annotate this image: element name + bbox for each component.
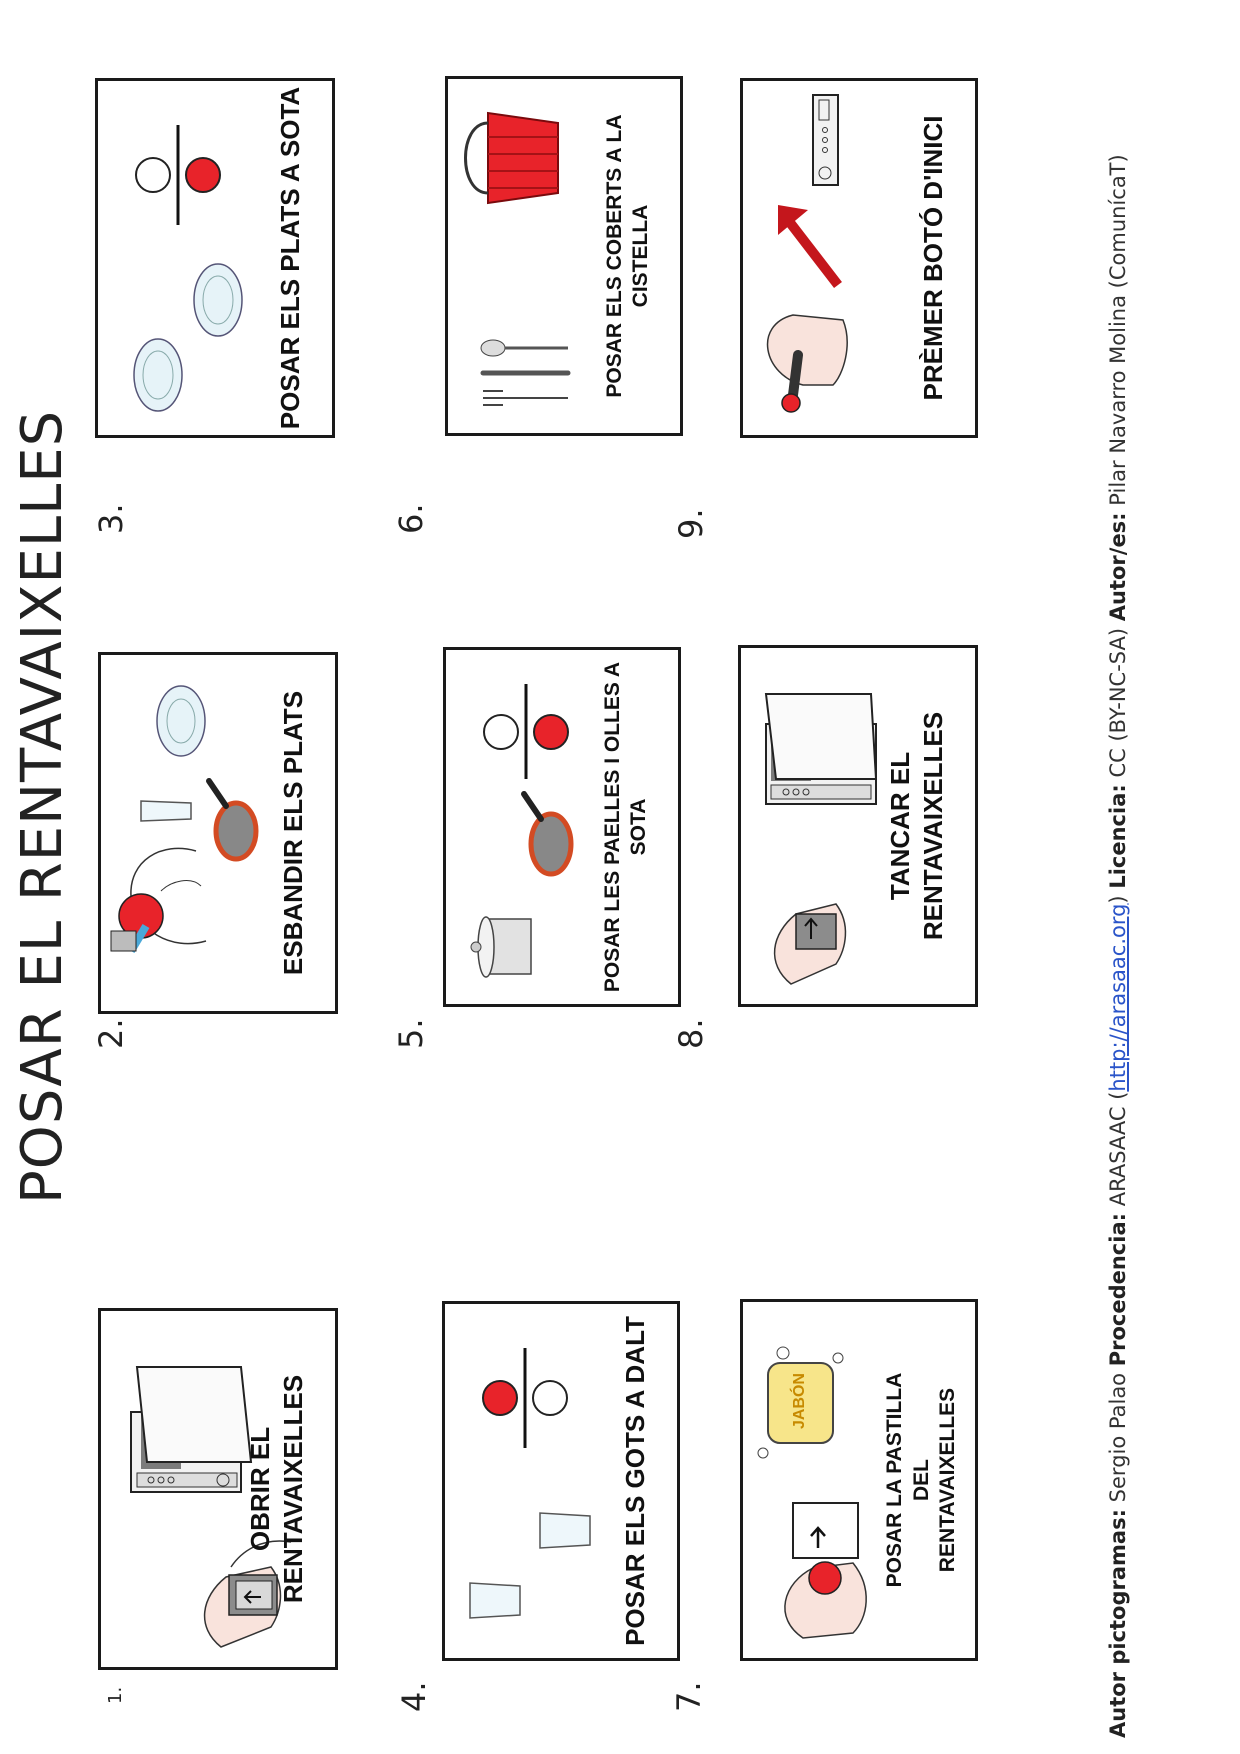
plate-icon (133, 263, 243, 412)
dishwasher-tablet-icon (774, 903, 847, 985)
step-caption-3: POSAR ELS PLATS A SOTA (274, 86, 305, 430)
position-indicator-icon (483, 684, 569, 779)
step-card-9: PRÈMER BOTÓ D'INICI (740, 78, 978, 438)
step-number-1: 1. (105, 1686, 126, 1704)
credits-source-link[interactable]: http://arasaac.org (1106, 903, 1130, 1092)
step-caption-2: ESBANDIR ELS PLATS (277, 690, 308, 976)
dishwasher-tablet-icon (204, 1540, 292, 1648)
credits-license-value: CC (BY-NC-SA) (1106, 627, 1130, 778)
step-caption-6: POSAR ELS COBERTS A LA CISTELLA (602, 114, 652, 398)
step-caption-1: OBRIR EL RENTAVAIXELLES (245, 1374, 308, 1604)
arrow-icon (778, 205, 842, 289)
step-number-9: 9. (672, 508, 710, 539)
step-number-6: 6. (392, 503, 430, 534)
step-caption-4: POSAR ELS GOTS A DALT (619, 1316, 650, 1646)
position-indicator-icon (482, 1348, 568, 1448)
step-card-8: TANCAR EL RENTAVAIXELLES (738, 645, 978, 1007)
control-panel-icon (812, 94, 839, 186)
credits-license-label: Licencia: (1106, 784, 1130, 889)
step-number-5: 5. (392, 1018, 430, 1049)
step-number-8: 8. (672, 1018, 710, 1049)
step-card-6: POSAR ELS COBERTS A LA CISTELLA (445, 76, 683, 436)
dishwasher-open-icon (130, 1366, 253, 1493)
dishwasher-open-icon (764, 693, 878, 805)
credits-authors-value: Pilar Navarro Molina (ComunícaT) (1106, 154, 1130, 506)
credits-source-close: ) (1106, 895, 1130, 904)
soap-label: JABÓN (791, 1373, 808, 1430)
hands-rinsing-icon (110, 847, 207, 954)
credits-author-label: Autor pictogramas: (1106, 1509, 1130, 1738)
frying-pan-icon (206, 778, 259, 862)
frying-pan-icon (521, 791, 574, 877)
step-caption-8: TANCAR EL RENTAVAIXELLES (885, 711, 948, 941)
pot-icon (470, 916, 532, 978)
page-title: POSAR EL RENTAVAIXELLES (10, 409, 75, 1204)
step-card-4: POSAR ELS GOTS A DALT (442, 1301, 680, 1661)
step-card-5: POSAR LES PAELLES I OLLES A SOTA (443, 647, 681, 1007)
glass-icon (140, 800, 192, 822)
step-card-1: OBRIR EL RENTAVAIXELLES (98, 1308, 338, 1670)
step-card-7: JABÓN POSAR LA PASTILLA DEL RENTAVAIXELL… (740, 1299, 978, 1661)
credits-authors-label: Autor/es: (1106, 512, 1130, 622)
position-indicator-icon (135, 125, 221, 225)
credits-line: Autor pictogramas: Sergio Palao Proceden… (1106, 0, 1130, 1738)
step-card-3: POSAR ELS PLATS A SOTA (95, 78, 335, 438)
credits-source-value: ARASAAC ( (1106, 1091, 1130, 1207)
step-number-4: 4. (395, 1681, 433, 1712)
glass-icon (469, 1512, 591, 1619)
step-caption-9: PRÈMER BOTÓ D'INICI (917, 115, 948, 401)
step-number-3: 3. (92, 503, 130, 534)
finger-press-icon (766, 314, 848, 413)
step-number-2: 2. (92, 1018, 130, 1049)
cutlery-icon (480, 339, 571, 406)
credits-author-value: Sergio Palao (1106, 1372, 1130, 1503)
dishwasher-tablet-icon (784, 1502, 867, 1639)
step-card-2: ESBANDIR ELS PLATS (98, 652, 338, 1014)
step-number-7: 7. (670, 1681, 708, 1712)
soap-icon (757, 1346, 844, 1459)
plate-icon (156, 685, 206, 757)
step-caption-7: POSAR LA PASTILLA DEL RENTAVAIXELLES (883, 1372, 959, 1588)
basket-icon (464, 111, 559, 205)
credits-source-label: Procedencia: (1106, 1212, 1130, 1367)
step-caption-5: POSAR LES PAELLES I OLLES A SOTA (600, 661, 650, 993)
